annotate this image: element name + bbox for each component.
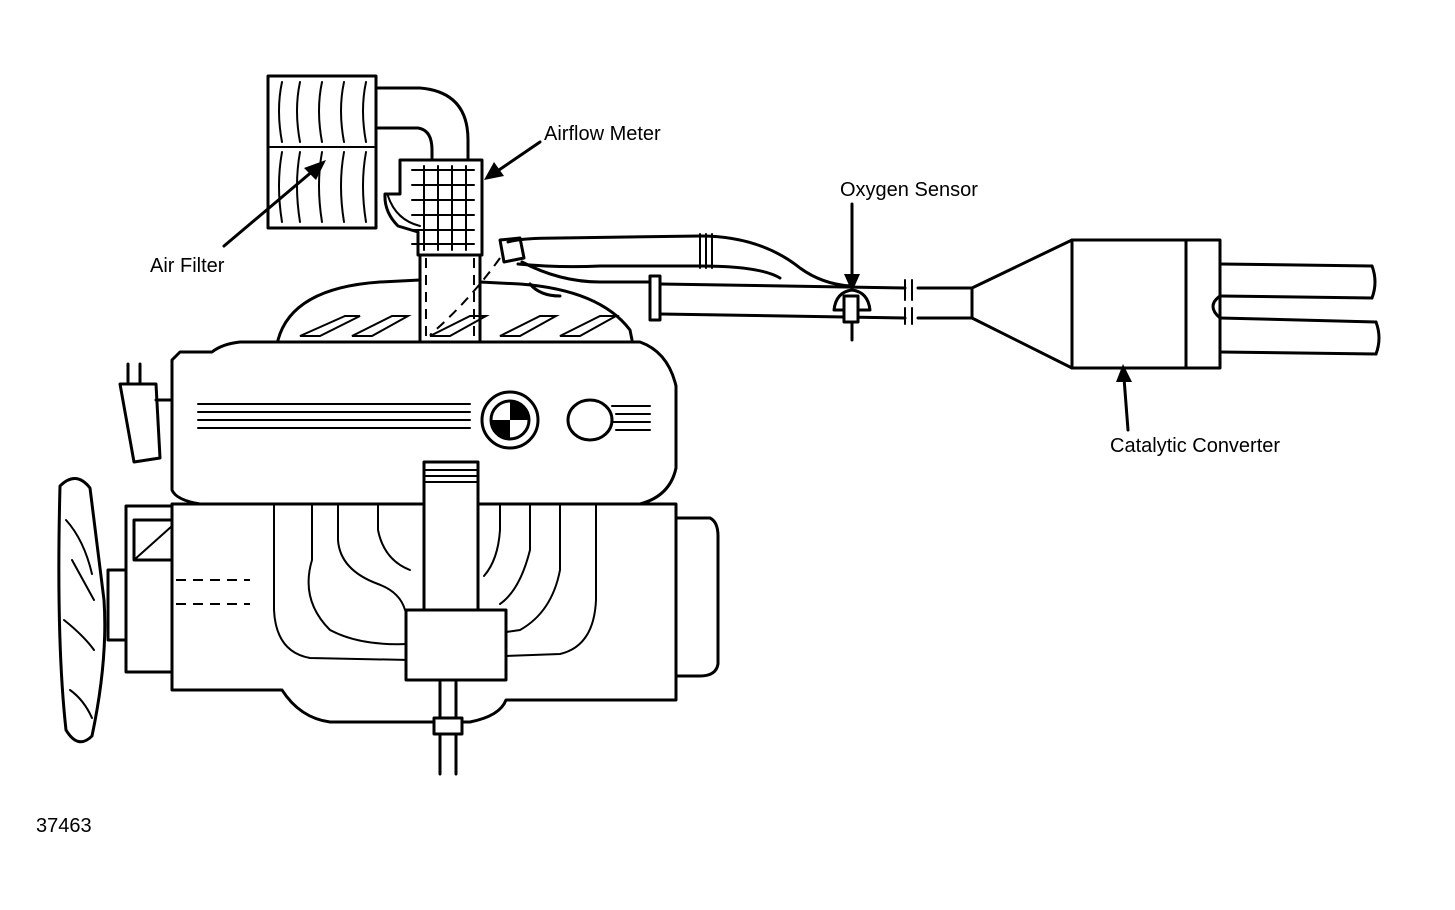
arrowhead-oxygen-sensor bbox=[844, 274, 860, 292]
oxygen-sensor bbox=[832, 288, 872, 342]
air-filter bbox=[266, 74, 378, 230]
cooling-fan bbox=[57, 477, 107, 744]
arrowhead-air-filter bbox=[304, 160, 326, 180]
airflow-meter bbox=[383, 158, 484, 257]
figure-number: 37463 bbox=[36, 815, 92, 837]
meter-to-intake-tube bbox=[418, 253, 501, 620]
engine bbox=[106, 340, 720, 776]
label-airflow-meter: Airflow Meter bbox=[544, 123, 661, 145]
arrowhead-airflow-meter bbox=[484, 162, 504, 180]
tailpipes bbox=[1211, 262, 1381, 356]
label-air-filter: Air Filter bbox=[150, 255, 225, 277]
upper-pipe bbox=[506, 233, 852, 288]
intake-duct bbox=[374, 86, 470, 162]
exhaust-pipe bbox=[648, 274, 974, 325]
arrowhead-catalytic-converter bbox=[1116, 364, 1132, 382]
label-oxygen-sensor: Oxygen Sensor bbox=[840, 179, 978, 201]
leader-arrows bbox=[222, 140, 1132, 432]
catalytic-converter bbox=[970, 238, 1222, 370]
label-catalytic-converter: Catalytic Converter bbox=[1110, 435, 1280, 457]
